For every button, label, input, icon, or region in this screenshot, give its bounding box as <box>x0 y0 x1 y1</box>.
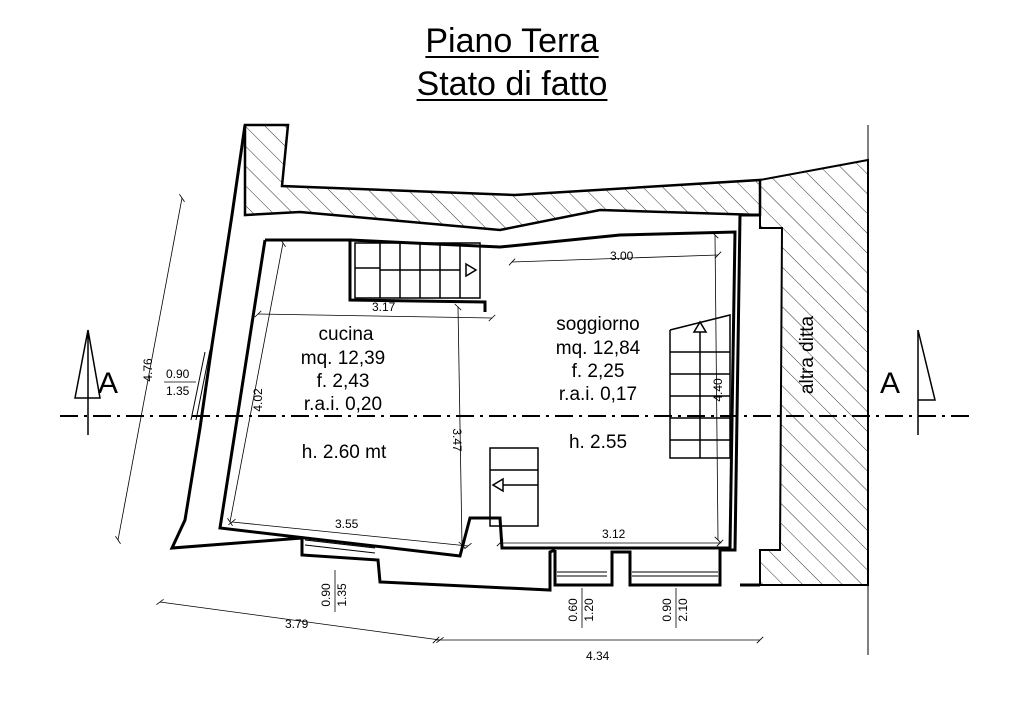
soggiorno-name: soggiorno <box>556 314 639 335</box>
cucina-name: cucina <box>319 324 374 345</box>
soggiorno-window-width: 0.60 <box>566 598 580 622</box>
opening-labels: 0.90 1.35 0.90 1.35 0.60 1.20 0.90 2.10 <box>164 367 690 628</box>
dim-soggiorno-top: 3.00 <box>610 249 634 263</box>
dim-cucina-left: 4.02 <box>251 388 265 412</box>
dimension-lines <box>115 194 764 644</box>
dim-cucina-top: 3.17 <box>372 300 396 314</box>
dim-soggiorno-height: 4.40 <box>711 378 725 402</box>
soggiorno-area: mq. 12,84 <box>556 338 641 359</box>
door-width: 0.90 <box>660 598 674 622</box>
window-frames <box>190 349 718 577</box>
dim-soggiorno-bottom: 3.12 <box>602 527 626 541</box>
soggiorno-rai: r.a.i. 0,17 <box>559 384 637 405</box>
dim-exterior-left: 4.76 <box>141 358 155 382</box>
cucina-window-width: 0.90 <box>319 583 333 607</box>
dim-partition: 3.47 <box>450 428 464 452</box>
dim-exterior-bottom-right: 4.34 <box>586 649 610 663</box>
section-line: A A <box>60 329 975 435</box>
neighbor-label: altra ditta <box>797 315 818 394</box>
section-marker-left: A <box>98 367 118 400</box>
chimney-block <box>489 447 539 527</box>
dim-exterior-bottom-left: 3.79 <box>285 617 309 631</box>
door-height: 2.10 <box>676 598 690 622</box>
soggiorno-height: h. 2.55 <box>569 432 627 453</box>
left-window-width: 0.90 <box>166 367 190 381</box>
soggiorno-window-height: 1.20 <box>582 598 596 622</box>
room-soggiorno: soggiorno mq. 12,84 f. 2,25 r.a.i. 0,17 … <box>556 314 641 453</box>
plan-title: Piano Terra <box>425 22 599 60</box>
section-marker-right: A <box>880 367 900 400</box>
dimension-labels: 3.17 3.00 4.02 4.76 3.55 3.47 4.40 3.12 … <box>141 249 725 663</box>
cucina-rai: r.a.i. 0,20 <box>304 394 382 415</box>
cucina-window-height: 1.35 <box>335 583 349 607</box>
staircase-top <box>354 242 481 299</box>
top-hatched-wall <box>243 123 762 232</box>
cucina-f: f. 2,43 <box>317 371 370 392</box>
dim-cucina-bottom: 3.55 <box>335 517 359 531</box>
cucina-area: mq. 12,39 <box>301 348 386 369</box>
room-cucina: cucina mq. 12,39 f. 2,43 r.a.i. 0,20 h. … <box>301 324 387 463</box>
cucina-height: h. 2.60 mt <box>302 442 387 463</box>
plan-subtitle: Stato di fatto <box>416 65 608 103</box>
soggiorno-f: f. 2,25 <box>572 361 625 382</box>
hatched-walls <box>243 123 869 655</box>
left-window-height: 1.35 <box>166 384 190 398</box>
